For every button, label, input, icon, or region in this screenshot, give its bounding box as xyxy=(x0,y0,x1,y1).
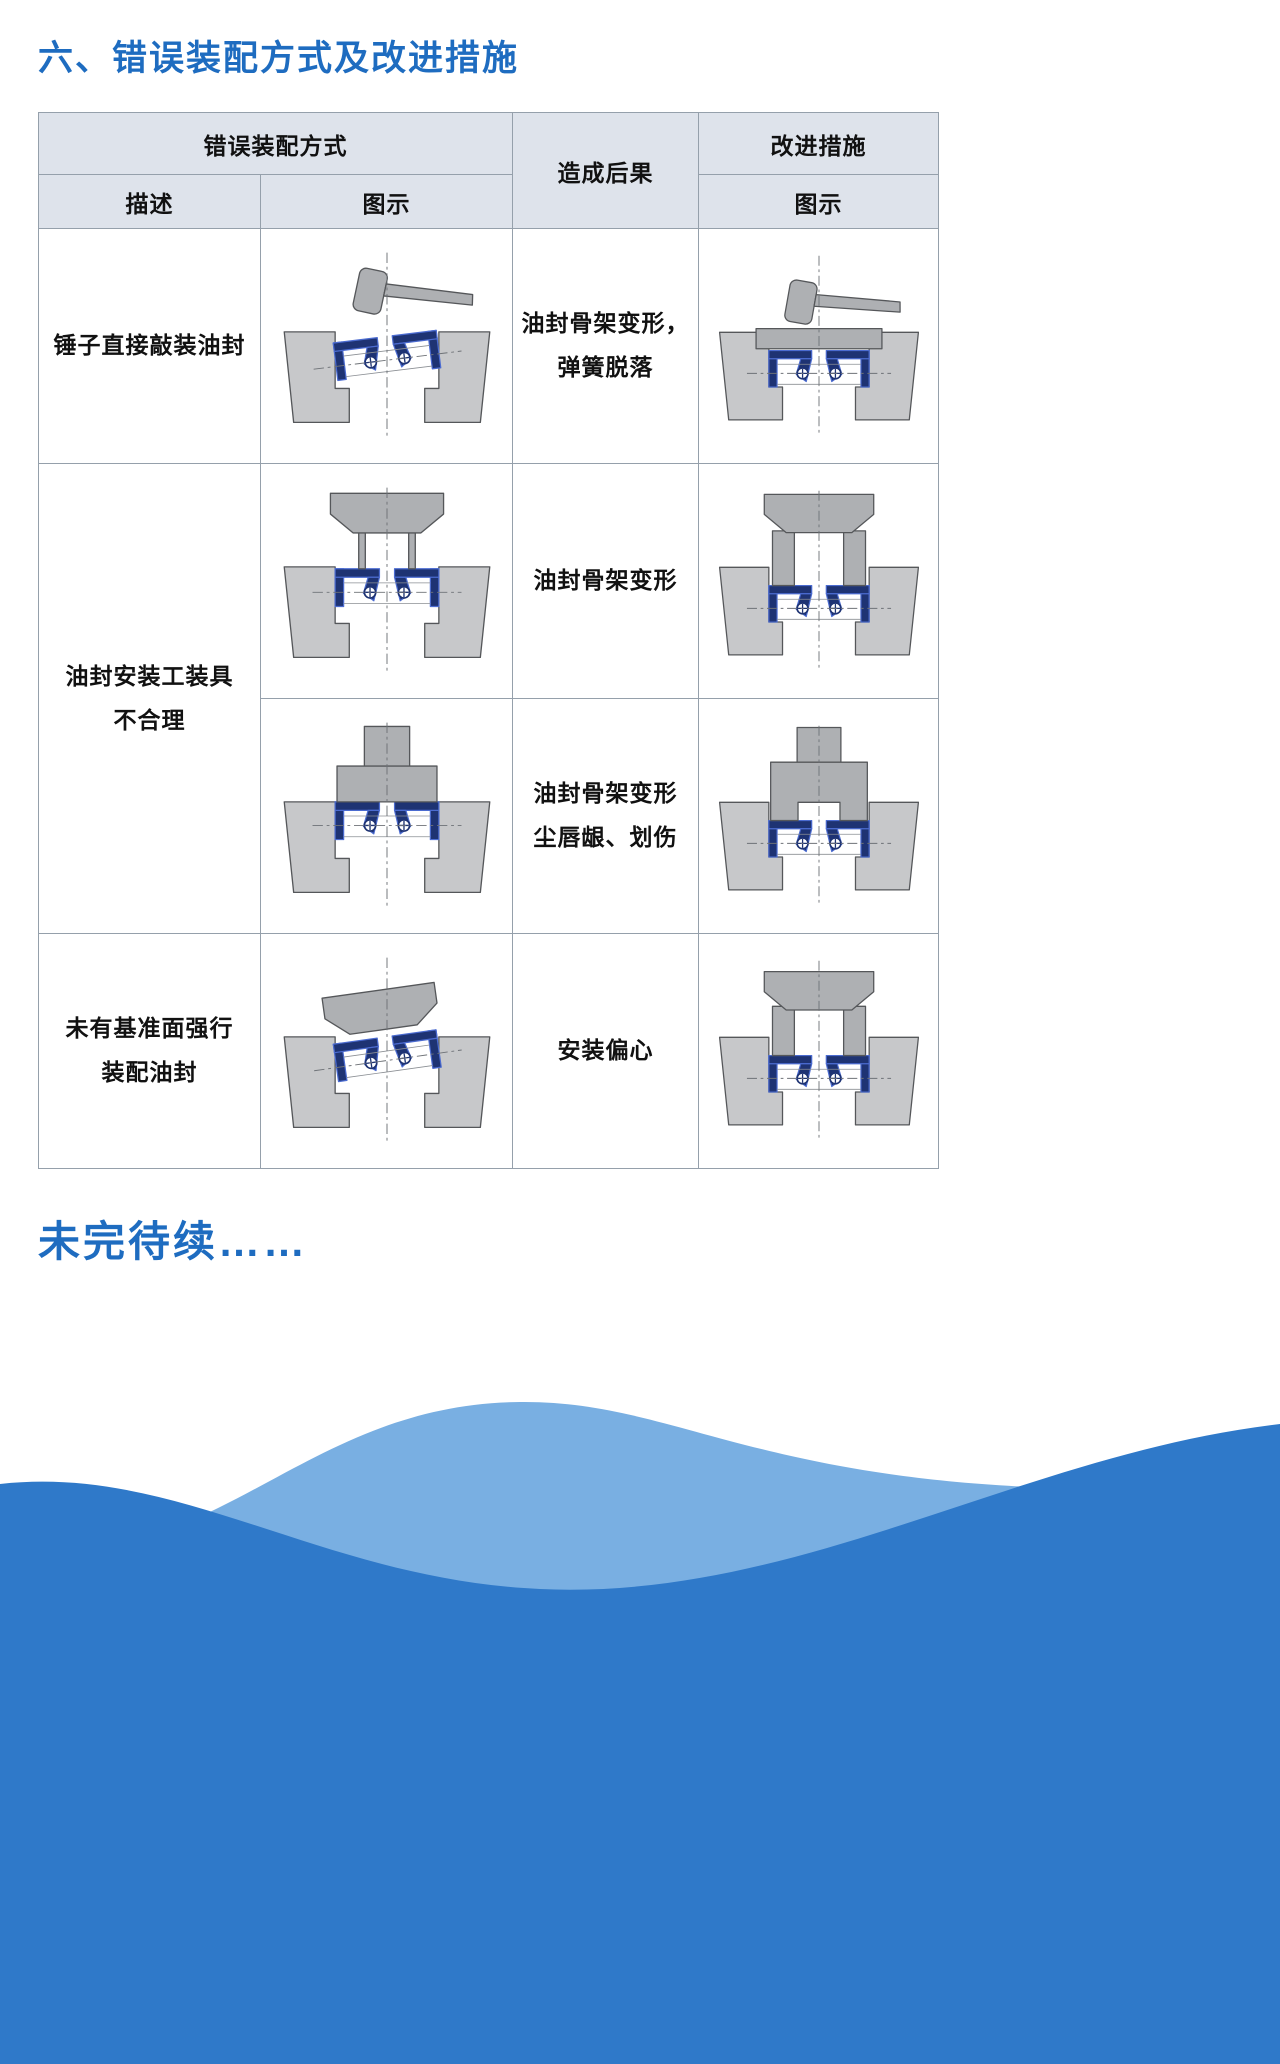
diagram-hammer-with-plate-improved xyxy=(718,255,919,437)
figure-cell xyxy=(698,463,939,699)
diagram-no-datum-wrong xyxy=(283,957,490,1145)
diagram-flat-tool-wrong xyxy=(283,722,490,910)
figure-cell xyxy=(698,228,939,464)
consequence-cell: 油封骨架变形， 弹簧脱落 xyxy=(512,228,699,464)
page-title: 六、错误装配方式及改进措施 xyxy=(38,39,520,78)
press-tool-icon xyxy=(357,530,366,570)
press-tool-icon xyxy=(771,530,795,587)
diagram-proper-tool-improved xyxy=(718,490,919,672)
header-consequence: 造成后果 xyxy=(512,112,699,229)
press-tool-icon xyxy=(842,1005,866,1057)
header-improvement-illustration: 图示 xyxy=(698,174,939,229)
consequence-cell: 油封骨架变形 xyxy=(512,463,699,699)
consequence-cell: 安装偏心 xyxy=(512,933,699,1169)
header-wrong-method: 错误装配方式 xyxy=(38,112,513,175)
figure-cell xyxy=(260,463,513,699)
description-cell: 未有基准面强行 装配油封 xyxy=(38,933,261,1169)
figure-cell xyxy=(698,698,939,934)
press-tool-icon xyxy=(842,530,866,587)
press-tool-icon xyxy=(771,1005,795,1057)
diagram-datum-tool-improved xyxy=(718,960,919,1142)
wave-dark xyxy=(0,1424,1280,2064)
diagram-stepped-tool-improved xyxy=(718,725,919,907)
description-cell: 油封安装工装具 不合理 xyxy=(38,463,261,934)
consequence-cell: 油封骨架变形 尘唇龈、划伤 xyxy=(512,698,699,934)
figure-cell xyxy=(260,698,513,934)
to-be-continued-text: 未完待续…… xyxy=(38,1218,309,1265)
error-assembly-table: 错误装配方式 造成后果 改进措施 描述 图示 图示 锤子直接敲装油封 xyxy=(38,112,939,1169)
press-tool-icon xyxy=(407,530,416,570)
figure-cell xyxy=(260,228,513,464)
description-cell: 锤子直接敲装油封 xyxy=(38,228,261,464)
press-tool-icon xyxy=(320,981,440,1039)
figure-cell xyxy=(260,933,513,1169)
hammer-icon xyxy=(350,266,476,335)
header-description: 描述 xyxy=(38,174,261,229)
figure-cell xyxy=(698,933,939,1169)
diagram-hammer-direct-wrong xyxy=(283,252,490,440)
header-improvement: 改进措施 xyxy=(698,112,939,175)
footer-wave xyxy=(0,1401,1280,2064)
header-illustration: 图示 xyxy=(260,174,513,229)
diagram-improper-tool-wrong xyxy=(283,487,490,675)
